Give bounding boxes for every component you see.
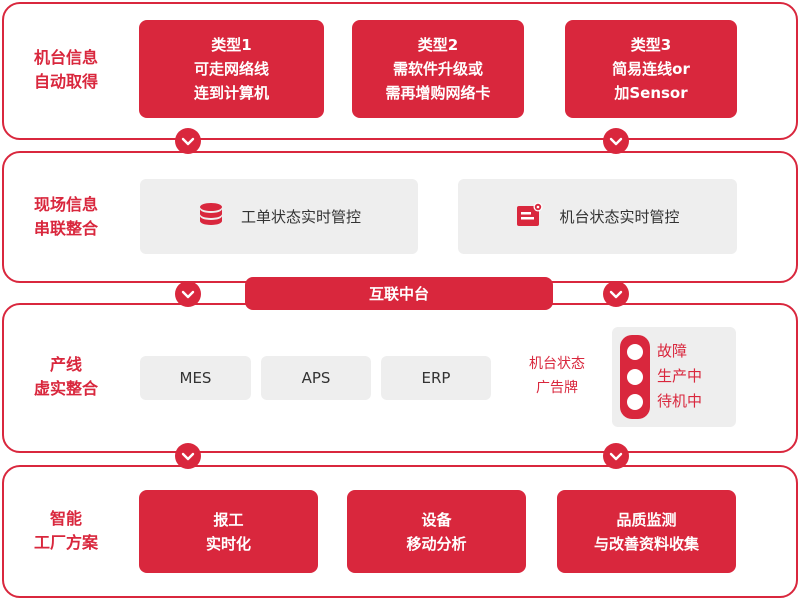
status-standby: 待机中 [657,392,703,410]
status-light-panel: 故障 生产中 待机中 [612,327,736,427]
chevron-down-icon [175,281,201,307]
layer-label-production-line: 产线 虚实整合 [33,355,98,398]
traffic-light-icon [620,335,650,419]
type-1-box: 类型1 可走网络线 连到计算机 [139,20,324,118]
chevron-down-icon [175,128,201,154]
layer-label-site-info: 现场信息 串联整合 [33,195,98,238]
reporting-box: 报工 实时化 [139,490,318,573]
layer-label-smart-factory: 智能 工厂方案 [33,509,98,552]
light-dot-standby [627,394,643,410]
aps-label: APS [301,369,331,387]
status-fault: 故障 [657,342,688,360]
light-dot-fault [627,344,643,360]
aps-box: APS [261,356,371,400]
chevron-down-icon [603,281,629,307]
type-3-box: 类型3 简易连线or 加Sensor [565,20,737,118]
chevron-down-icon [603,128,629,154]
machine-status-sign-label: 机台状态 广告牌 [529,356,585,396]
machine-status-label: 机台状态实时管控 [559,208,680,226]
equipment-analysis-box: 设备 移动分析 [347,490,526,573]
mes-box: MES [140,356,251,400]
erp-box: ERP [381,356,491,400]
mes-label: MES [179,369,212,387]
database-icon [197,201,225,233]
erp-label: ERP [421,369,451,387]
status-producing: 生产中 [657,367,703,385]
work-order-status-label: 工单状态实时管控 [240,208,361,226]
type-2-box: 类型2 需软件升级或 需再增购网络卡 [352,20,524,118]
status-board-icon [515,201,543,233]
machine-status-box: 机台状态实时管控 [458,179,737,254]
interconnect-hub-bar: 互联中台 [245,277,553,310]
quality-monitoring-box: 品质监测 与改善资料收集 [557,490,736,573]
light-dot-producing [627,369,643,385]
chevron-down-icon [175,443,201,469]
work-order-status-box: 工单状态实时管控 [140,179,418,254]
layer-label-machine-info: 机台信息 自动取得 [33,48,98,91]
chevron-down-icon [603,443,629,469]
